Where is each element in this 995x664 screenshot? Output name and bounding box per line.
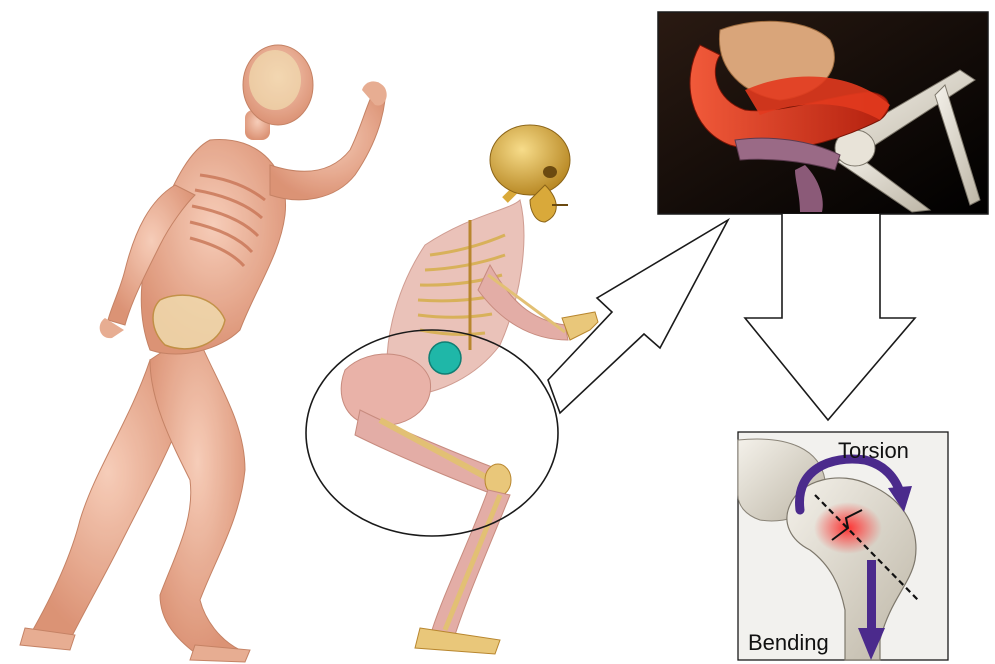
- runner-front-hand: [362, 81, 387, 105]
- femur-closeup-inset: Torsion Bending: [738, 432, 948, 660]
- running-figure: [20, 45, 387, 662]
- runner-front-leg: [150, 330, 245, 660]
- arrow-to-femur-inset: [745, 214, 915, 420]
- torsion-label: Torsion: [838, 438, 909, 463]
- squatter-skull: [490, 125, 570, 222]
- squatter-thigh: [355, 410, 500, 495]
- squatter-foot: [415, 628, 500, 654]
- bending-arrow-shaft: [867, 560, 876, 632]
- squatter-hip: [341, 354, 430, 426]
- center-of-mass-ball: [429, 342, 461, 374]
- runner-skull: [249, 50, 301, 110]
- squatter-tibia: [445, 495, 500, 630]
- runner-front-foot: [190, 645, 250, 662]
- bending-label: Bending: [748, 630, 829, 655]
- muscle-closeup-inset: [658, 12, 988, 214]
